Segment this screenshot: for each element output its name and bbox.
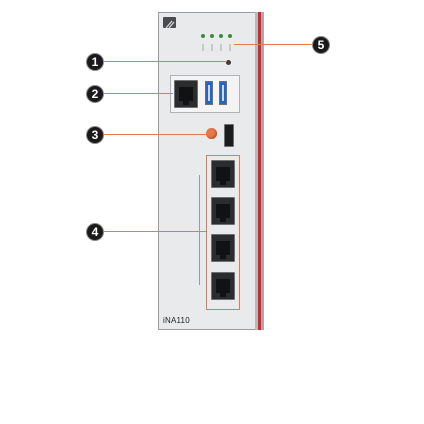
callout-5: 5 bbox=[312, 36, 330, 54]
lan-port bbox=[211, 272, 235, 300]
power-button[interactable] bbox=[206, 128, 217, 139]
lan-bracket bbox=[199, 175, 202, 285]
brand-logo bbox=[163, 17, 176, 29]
callout-4: 4 bbox=[86, 223, 104, 241]
callout-3: 3 bbox=[86, 126, 104, 144]
callout-line-4 bbox=[103, 231, 207, 232]
lan-port bbox=[174, 80, 198, 108]
callout-line-5 bbox=[234, 44, 312, 45]
callout-line-2 bbox=[103, 93, 173, 94]
status-led bbox=[219, 34, 223, 38]
status-led bbox=[228, 34, 232, 38]
lan-port bbox=[211, 234, 235, 262]
status-led bbox=[201, 34, 205, 38]
led-labels bbox=[200, 40, 234, 51]
callout-1: 1 bbox=[86, 53, 104, 71]
callout-line-1 bbox=[103, 61, 227, 62]
hdmi-port bbox=[224, 124, 234, 147]
usb-port bbox=[219, 81, 227, 105]
usb-port bbox=[205, 81, 213, 105]
lan-ports-group bbox=[206, 155, 240, 310]
model-label: iNA110 bbox=[163, 316, 190, 325]
device-side-rail bbox=[255, 12, 264, 330]
callout-line-3 bbox=[103, 134, 207, 135]
status-led bbox=[210, 34, 214, 38]
lan-port bbox=[211, 197, 235, 225]
lan-port bbox=[211, 160, 235, 188]
callout-2: 2 bbox=[86, 85, 104, 103]
status-led-indicator bbox=[226, 60, 231, 65]
